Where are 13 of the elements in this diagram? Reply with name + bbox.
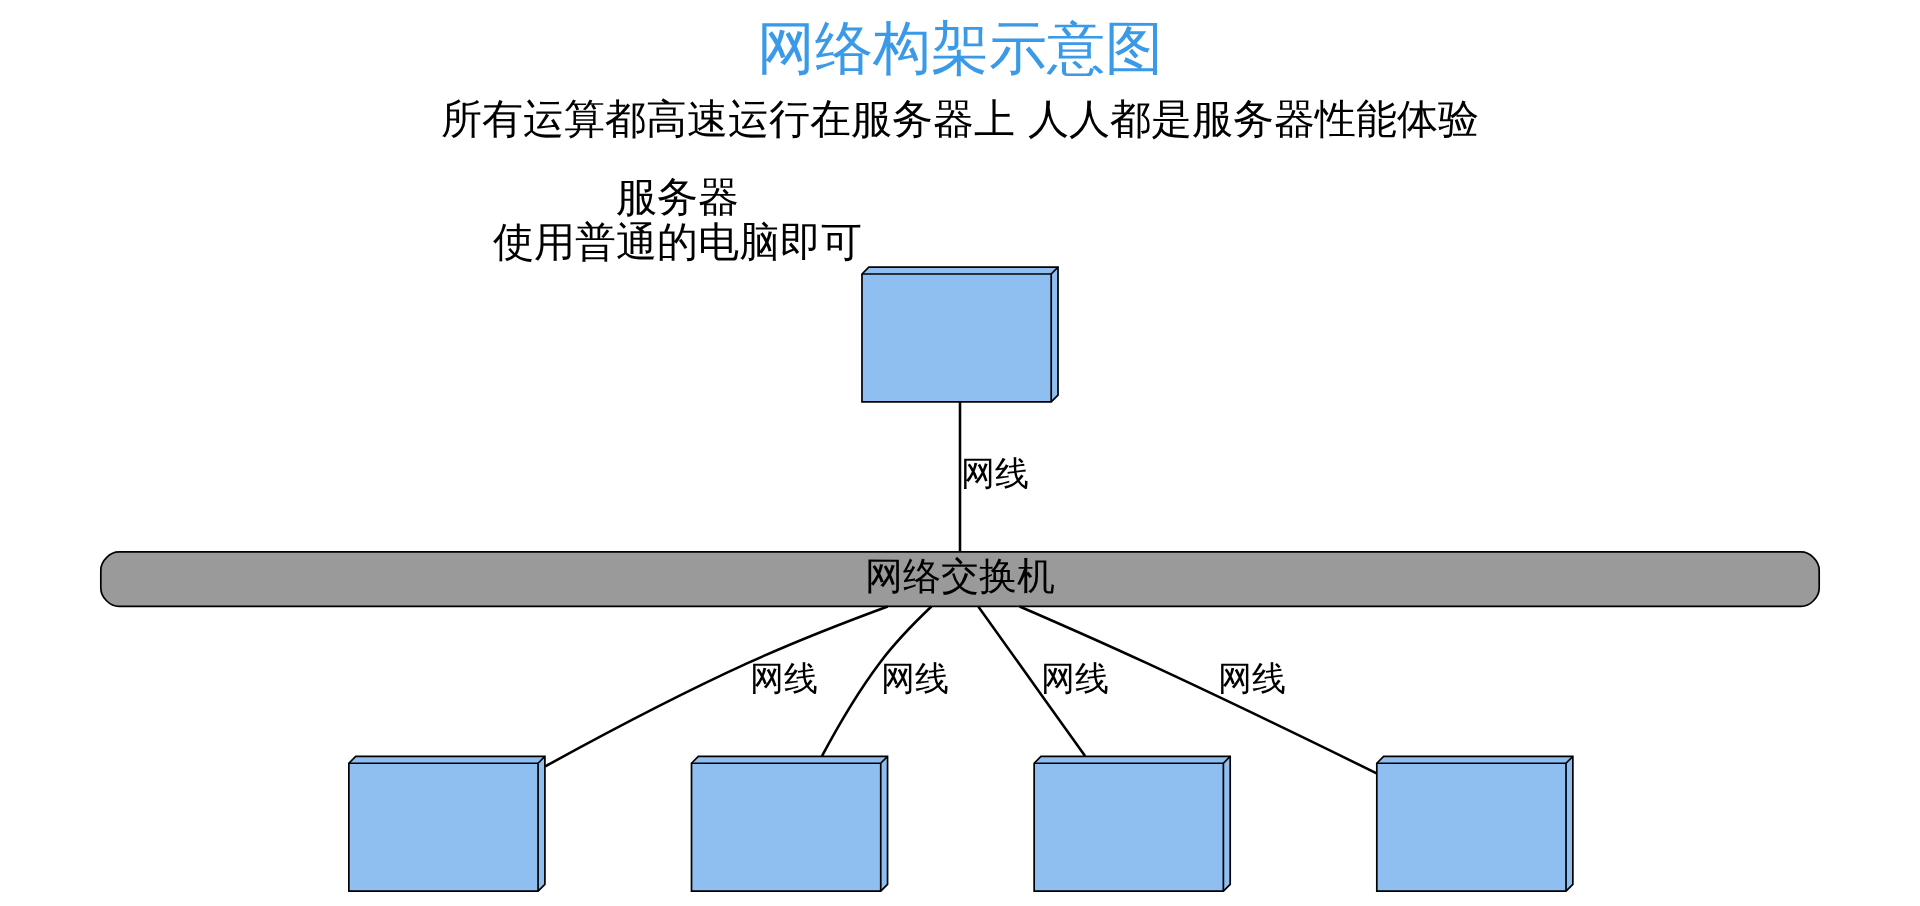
edge-label: 网线 <box>880 657 949 698</box>
edge-label: 网线 <box>1218 657 1287 698</box>
edge-label: 网线 <box>1041 657 1110 698</box>
node-box: 网络交换机 <box>99 551 1821 608</box>
connector <box>958 402 962 552</box>
edge-label: 网线 <box>960 453 1029 494</box>
diagram-title: 网络构架示意图 <box>757 14 1163 83</box>
connector <box>1019 605 1378 775</box>
connector <box>820 605 933 757</box>
connector <box>977 605 1087 757</box>
connector <box>544 605 889 768</box>
edge-label: 网线 <box>749 657 818 698</box>
label: 所有运算都高速运行在服务器上 人人都是服务器性能体验 <box>440 94 1480 143</box>
